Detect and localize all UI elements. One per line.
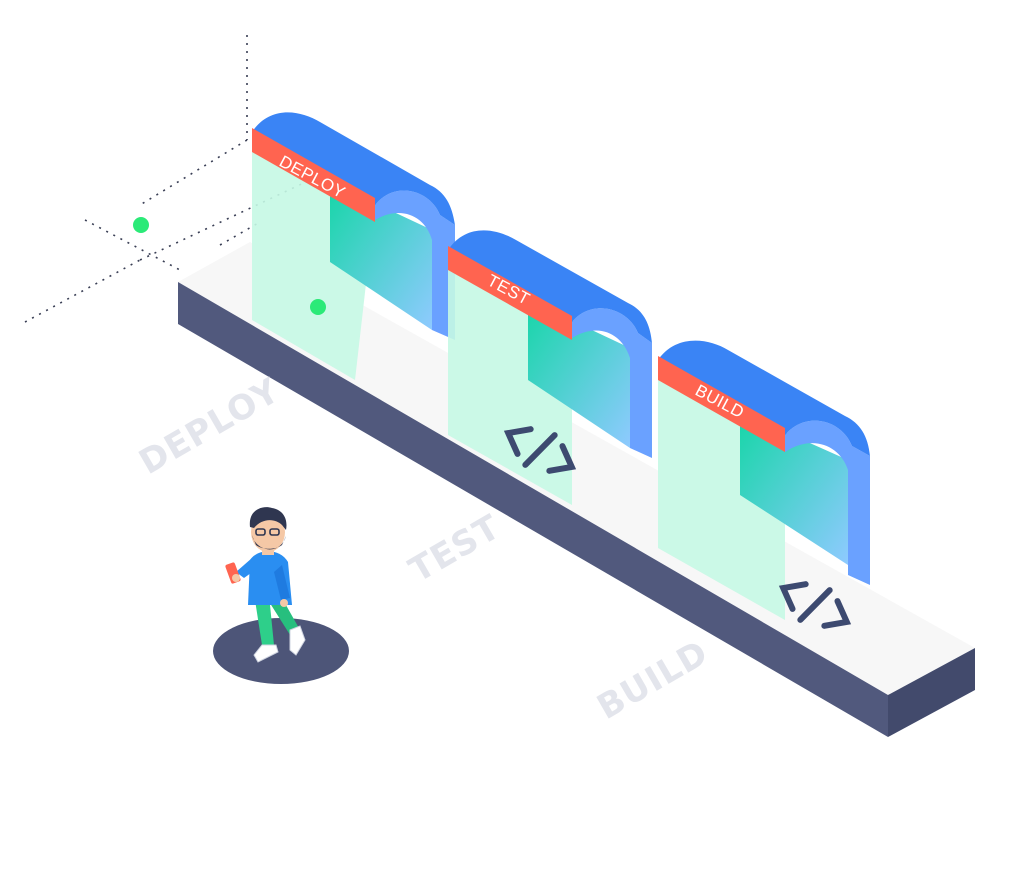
status-dot xyxy=(310,299,326,315)
floor-shadow xyxy=(213,618,349,684)
status-dot xyxy=(133,217,149,233)
gate-build: BUILD xyxy=(658,340,870,629)
gate-deploy: DEPLOY xyxy=(252,112,455,380)
gate-test: TEST xyxy=(448,230,652,505)
code-icon xyxy=(778,581,852,629)
axis-lines xyxy=(24,35,311,323)
floor-label-deploy: DEPLOY xyxy=(133,371,287,483)
floor-label-build: BUILD xyxy=(591,633,716,728)
code-icon xyxy=(503,426,577,474)
developer-figure xyxy=(213,507,349,684)
floor-label-test: TEST xyxy=(403,507,508,591)
